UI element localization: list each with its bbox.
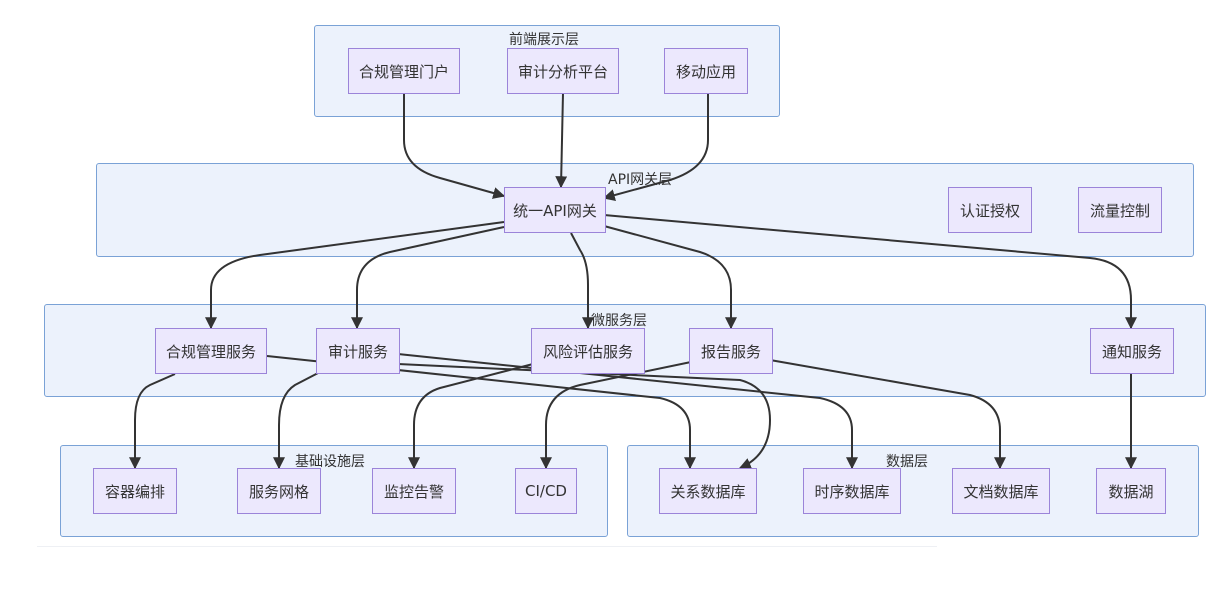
divider-line xyxy=(37,546,937,547)
node-cicd[interactable]: CI/CD xyxy=(515,468,577,514)
node-report-service[interactable]: 报告服务 xyxy=(689,328,773,374)
node-unified-api-gateway[interactable]: 统一API网关 xyxy=(504,187,606,233)
node-audit-service[interactable]: 审计服务 xyxy=(316,328,400,374)
node-notification-service[interactable]: 通知服务 xyxy=(1090,328,1174,374)
node-mobile-app[interactable]: 移动应用 xyxy=(664,48,748,94)
node-relational-db[interactable]: 关系数据库 xyxy=(659,468,757,514)
node-rate-limit[interactable]: 流量控制 xyxy=(1078,187,1162,233)
node-document-db[interactable]: 文档数据库 xyxy=(952,468,1050,514)
node-timeseries-db[interactable]: 时序数据库 xyxy=(803,468,901,514)
frontend-layer-title: 前端展示层 xyxy=(509,32,579,48)
infrastructure-layer-title: 基础设施层 xyxy=(295,454,365,470)
data-layer-title: 数据层 xyxy=(886,454,928,470)
node-compliance-portal[interactable]: 合规管理门户 xyxy=(348,48,460,94)
microservices-layer-title: 微服务层 xyxy=(591,313,647,329)
node-risk-assessment-service[interactable]: 风险评估服务 xyxy=(531,328,645,374)
node-compliance-service[interactable]: 合规管理服务 xyxy=(155,328,267,374)
gateway-layer-title: API网关层 xyxy=(608,172,673,188)
node-service-mesh[interactable]: 服务网格 xyxy=(237,468,321,514)
node-monitoring-alerts[interactable]: 监控告警 xyxy=(372,468,456,514)
node-data-lake[interactable]: 数据湖 xyxy=(1096,468,1166,514)
node-container-orchestration[interactable]: 容器编排 xyxy=(93,468,177,514)
node-audit-analysis-platform[interactable]: 审计分析平台 xyxy=(507,48,619,94)
node-auth[interactable]: 认证授权 xyxy=(948,187,1032,233)
